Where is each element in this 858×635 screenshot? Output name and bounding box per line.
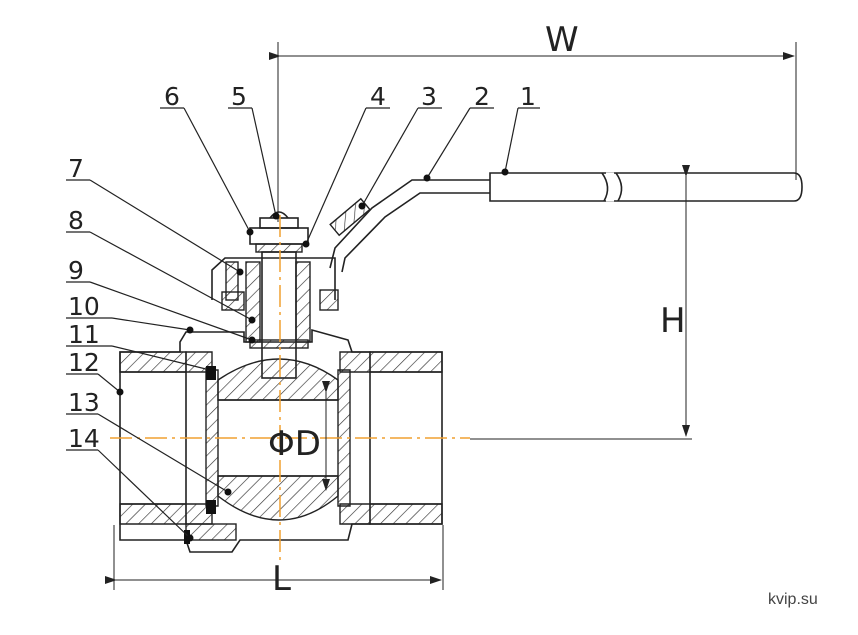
length-label: L (272, 559, 291, 599)
part-number-5: 5 (231, 82, 247, 111)
width-dimension: W (269, 20, 797, 222)
watermark: kvip.su (768, 591, 818, 608)
part-number-10: 10 (68, 292, 100, 321)
length-dimension: L (105, 525, 444, 599)
part-callouts: 1 2 3 4 5 6 7 8 (66, 82, 540, 542)
part-number-8: 8 (68, 206, 84, 235)
lever-handle (329, 172, 803, 273)
stem-assembly (211, 211, 339, 379)
part-number-14: 14 (68, 424, 100, 453)
height-label: H (660, 301, 686, 341)
part-number-7: 7 (68, 154, 84, 183)
part-number-12: 12 (68, 348, 100, 377)
part-number-3: 3 (421, 82, 437, 111)
part-number-13: 13 (68, 388, 100, 417)
height-dimension: H (470, 165, 692, 440)
part-number-6: 6 (164, 82, 180, 111)
valve-body (119, 328, 443, 553)
diameter-label: ΦD (268, 424, 321, 464)
width-label: W (545, 20, 579, 60)
part-number-2: 2 (474, 82, 490, 111)
part-number-9: 9 (68, 256, 84, 285)
diameter-dimension: ΦD (268, 381, 330, 491)
part-number-4: 4 (370, 82, 386, 111)
part-number-11: 11 (68, 320, 100, 349)
part-number-1: 1 (520, 82, 536, 111)
